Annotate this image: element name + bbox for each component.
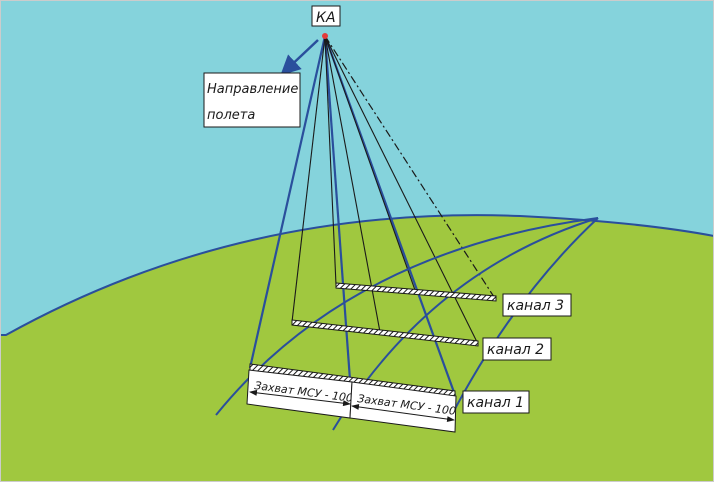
ray-ch3-left [324, 35, 337, 286]
ray-ch3-mid [324, 35, 417, 294]
channel-2-label-text: канал 2 [487, 342, 544, 358]
ray-ch2-left [291, 35, 326, 323]
swath-label-right: Захват МСУ - 100 [349, 381, 457, 433]
swath-dimension-right [351, 403, 404, 414]
satellite-point [322, 33, 328, 39]
strip-channel-2 [291, 319, 479, 347]
swath-dimension-left [249, 389, 301, 399]
channel-1-label-text: канал 1 [467, 395, 524, 411]
swath-label-left: Захват МСУ - 100 [246, 369, 354, 419]
direction-label-line1: Направление [207, 82, 298, 97]
ray-outer-left [248, 35, 327, 369]
satellite-label: КА [311, 5, 341, 27]
ray-center-left [323, 35, 352, 381]
strip-channel-3 [335, 282, 497, 302]
flight-direction-arrow [280, 39, 319, 76]
channel-3-label-text: канал 3 [507, 298, 564, 314]
direction-label-line2: полета [207, 108, 255, 123]
direction-label: Направление полета [203, 72, 301, 128]
channel-3-label: канал 3 [502, 293, 572, 317]
ray-ch2-mid [324, 35, 381, 333]
ray-ch3-right-dashed [324, 35, 497, 301]
earth-surface [0, 214, 714, 483]
channel-1-label: канал 1 [462, 390, 530, 414]
channel-2-label: канал 2 [482, 337, 552, 361]
satellite-label-text: КА [316, 10, 336, 26]
